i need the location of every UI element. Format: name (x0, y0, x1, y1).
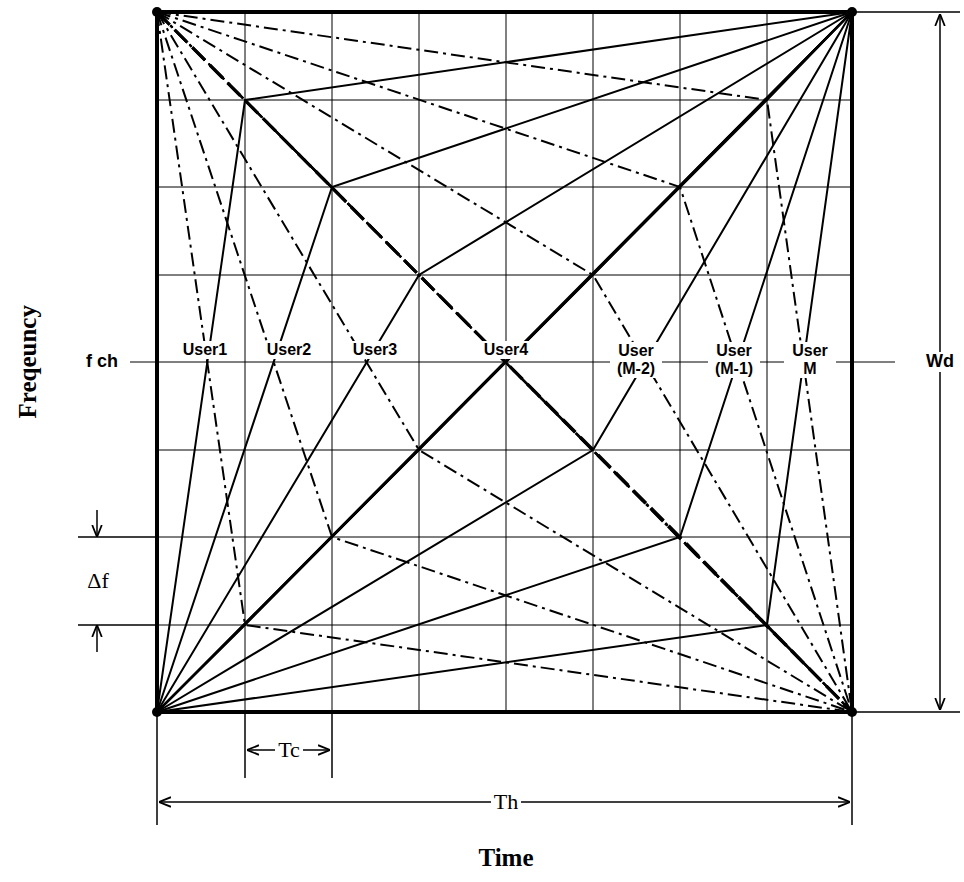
axis-title: Freqeuncy (14, 305, 42, 418)
user-label: User (M-1) (708, 342, 760, 377)
hop-pattern-dashdot (157, 12, 852, 712)
user-label: User (M-2) (610, 342, 662, 377)
hop-pattern-dashed (157, 12, 852, 712)
dimension-label: Δf (84, 569, 111, 593)
user-label: User2 (265, 341, 313, 359)
dimension-label: Tc (275, 738, 303, 762)
grid (130, 12, 895, 712)
frame (157, 12, 852, 712)
hop-pattern-solid (157, 12, 852, 712)
dimension-label: Wd (924, 352, 956, 372)
frequency-marker: f ch (84, 352, 120, 372)
user-label: User3 (351, 341, 399, 359)
dimension-label: Th (491, 790, 521, 814)
axis-title: Time (478, 844, 533, 872)
user-label: User M (784, 342, 836, 377)
user-label: User1 (181, 341, 229, 359)
user-label: User4 (482, 341, 530, 359)
corner-dots (152, 7, 857, 717)
dimension-lines (78, 12, 960, 825)
